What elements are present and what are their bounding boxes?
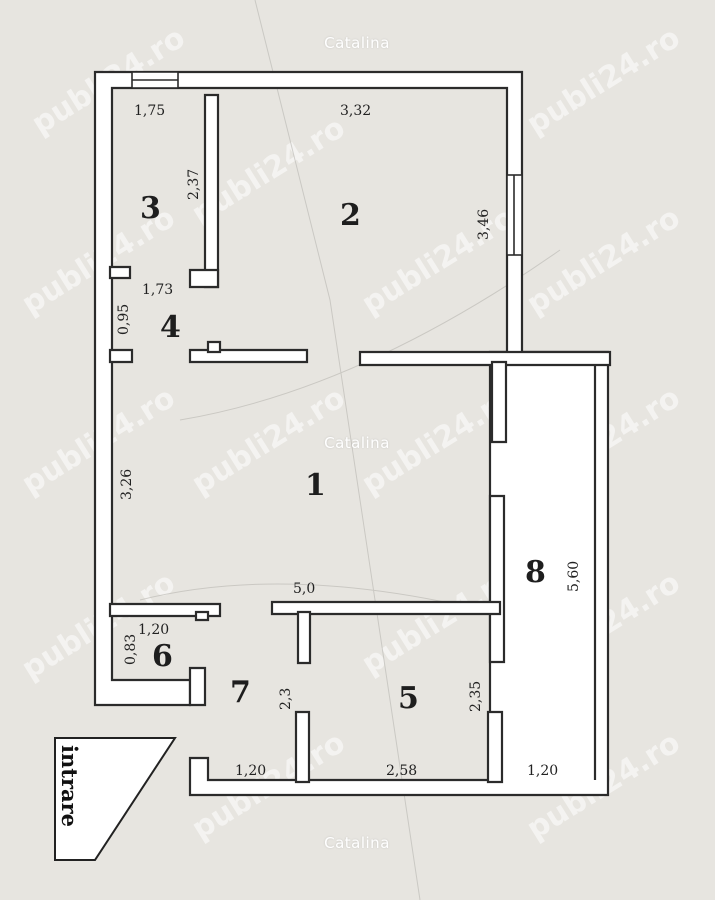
dimension-label: 0,95 xyxy=(116,304,132,335)
wall-4-1-left xyxy=(108,348,134,364)
dimension-label: 1,20 xyxy=(235,763,266,779)
wall-3-4-left xyxy=(108,265,132,280)
wall-1-5 xyxy=(270,600,502,616)
dimension-label: 1,75 xyxy=(134,103,165,119)
dimension-label: 5,0 xyxy=(293,581,315,597)
room-labels: 1 2 3 4 5 6 7 8 xyxy=(140,191,546,716)
entrance-door-shape xyxy=(54,737,177,861)
wall-7-5-top xyxy=(296,610,312,665)
dimension-label: 1,20 xyxy=(527,763,558,779)
room-number-4: 4 xyxy=(160,310,181,345)
room-number-2: 2 xyxy=(340,198,361,233)
dimension-label: 3,46 xyxy=(476,209,492,240)
dimension-label: 2,35 xyxy=(468,681,484,712)
wall-4-1-stub xyxy=(206,340,222,354)
room-number-7: 7 xyxy=(230,675,251,710)
wall-2-1 xyxy=(358,350,612,367)
wall-6-1 xyxy=(108,602,222,618)
dimension-label: 3,26 xyxy=(119,469,135,500)
entrance-label: intrare xyxy=(57,745,82,827)
wall-3-4-right xyxy=(188,268,220,289)
author-watermark: Catalina xyxy=(324,34,390,52)
interior-walls xyxy=(108,93,612,784)
room-number-3: 3 xyxy=(140,191,161,226)
author-watermark: Catalina xyxy=(324,434,390,452)
wall-7-5-bottom xyxy=(294,710,311,784)
dimension-label: 1,73 xyxy=(142,282,173,298)
room-number-1: 1 xyxy=(305,468,326,503)
dimension-label: 2,3 xyxy=(278,688,294,710)
room-number-8: 8 xyxy=(525,555,546,590)
wall-1-8-bottom xyxy=(488,494,506,664)
dimension-label: 3,32 xyxy=(340,103,371,119)
room-number-5: 5 xyxy=(398,681,419,716)
author-watermark: Catalina xyxy=(324,834,390,852)
entrance-marker: intrare xyxy=(54,737,177,861)
site-watermark: publi24.ro xyxy=(521,200,687,322)
wall-3-2 xyxy=(203,93,220,289)
room-number-6: 6 xyxy=(152,639,173,674)
site-watermark: publi24.ro xyxy=(521,20,687,142)
dimension-label: 2,58 xyxy=(386,763,417,779)
dimension-label: 5,60 xyxy=(566,561,582,592)
wall-6-7 xyxy=(188,666,207,707)
dimension-label: 1,20 xyxy=(138,622,169,638)
dimension-label: 2,37 xyxy=(186,169,202,200)
windows xyxy=(131,71,523,256)
dimension-labels: 1,75 3,32 2,37 3,46 1,73 0,95 3,26 5,0 5… xyxy=(116,103,582,779)
wall-5-8 xyxy=(486,710,504,784)
wall-1-8-top xyxy=(490,360,508,444)
site-watermark: publi24.ro xyxy=(356,200,522,322)
wall-6-1-stub xyxy=(194,610,210,622)
dimension-label: 0,83 xyxy=(123,634,139,665)
